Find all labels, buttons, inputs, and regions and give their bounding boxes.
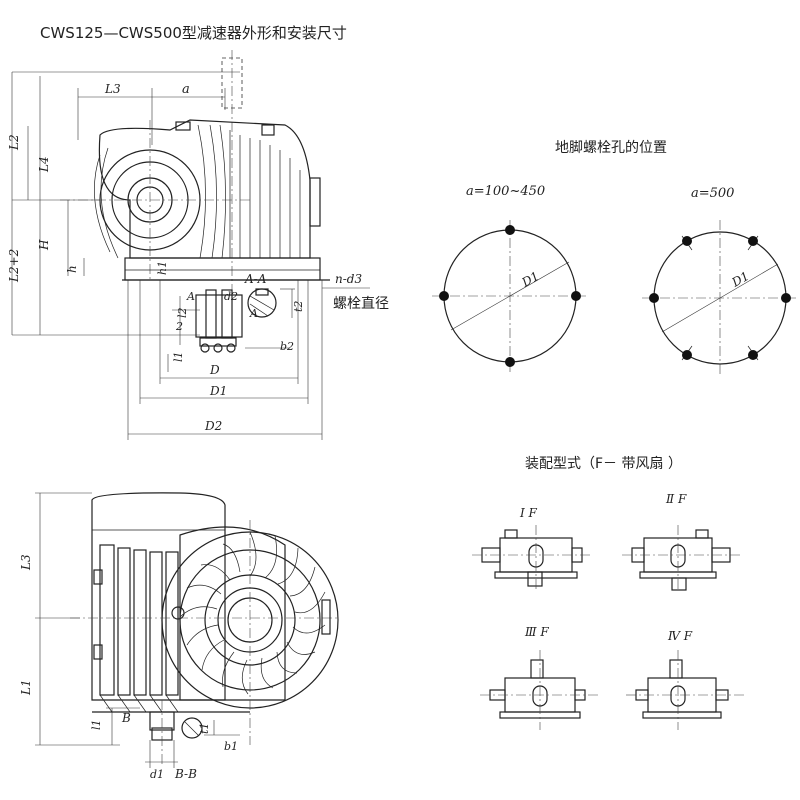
assembly-type-4-label: Ⅳ F bbox=[667, 629, 693, 643]
assembly-section: 装配型式（F－ 带风扇 ） Ⅰ F Ⅱ F bbox=[472, 456, 746, 730]
label-section-mark-2: A bbox=[249, 307, 258, 320]
bolt-holes-title: 地脚螺栓孔的位置 bbox=[555, 140, 667, 156]
assembly-type-4: Ⅳ F bbox=[626, 629, 746, 730]
dim-H: H bbox=[37, 239, 51, 251]
dim-b2: b2 bbox=[280, 340, 294, 353]
right-circle-label: a=500 bbox=[691, 186, 734, 201]
dim-side-L3: L3 bbox=[19, 554, 33, 571]
label-section-aa: A-A bbox=[244, 272, 267, 286]
dim-L3: L3 bbox=[104, 82, 121, 96]
dim-side-t1: t1 bbox=[198, 723, 211, 734]
dim-L2: L2 bbox=[7, 134, 21, 151]
dim-nd3: n-d3 bbox=[335, 272, 362, 286]
dim-a: a bbox=[182, 82, 190, 97]
assembly-title: 装配型式（F－ 带风扇 ） bbox=[525, 456, 682, 472]
assembly-type-2: Ⅱ F bbox=[622, 492, 742, 592]
label-section-b: B bbox=[121, 711, 131, 725]
dim-L4: L4 bbox=[37, 156, 51, 173]
left-circle-label: a=100~450 bbox=[466, 184, 545, 199]
assembly-type-2-label: Ⅱ F bbox=[665, 492, 687, 506]
dim-d2: d2 bbox=[224, 290, 238, 303]
right-d1: D1 bbox=[729, 269, 752, 290]
assembly-type-3-label: Ⅲ F bbox=[524, 625, 549, 639]
top-front-view: L3 a L2 L4 H L2+2 h h1 A-A A A n-d3 螺栓直径… bbox=[7, 50, 389, 440]
dim-D1: D1 bbox=[209, 384, 227, 398]
assembly-type-1-label: Ⅰ F bbox=[519, 506, 538, 520]
page-title: CWS125—CWS500型减速器外形和安装尺寸 bbox=[40, 24, 347, 42]
dim-h1: h1 bbox=[156, 261, 169, 275]
dim-D: D bbox=[209, 363, 220, 377]
dim-l2: l2 bbox=[176, 307, 189, 318]
assembly-type-3: Ⅲ F bbox=[480, 625, 598, 730]
dim-side-d1: d1 bbox=[150, 768, 164, 781]
dim-D2: D2 bbox=[204, 419, 222, 433]
bolt-hole-section: 地脚螺栓孔的位置 a=100~450 a=500 D1 D1 bbox=[432, 140, 796, 376]
label-section-bb: B-B bbox=[174, 767, 197, 781]
bottom-side-view: L3 L1 l1 B t1 b1 d1 B-B bbox=[19, 492, 340, 781]
dim-L2-plus-2: L2+2 bbox=[7, 249, 21, 283]
assembly-type-1: Ⅰ F bbox=[472, 506, 592, 592]
dim-l1: l1 bbox=[172, 351, 185, 362]
dim-side-l1: l1 bbox=[90, 719, 103, 730]
bolt-diameter-label: 螺栓直径 bbox=[333, 295, 389, 312]
label-section-mark-1: A bbox=[186, 290, 195, 303]
dim-h: h bbox=[65, 265, 79, 273]
left-d1: D1 bbox=[519, 269, 542, 290]
dim-t2: t2 bbox=[292, 301, 305, 312]
dim-side-b1: b1 bbox=[224, 740, 238, 753]
dim-2: 2 bbox=[175, 320, 183, 333]
dim-side-L1: L1 bbox=[19, 679, 33, 696]
